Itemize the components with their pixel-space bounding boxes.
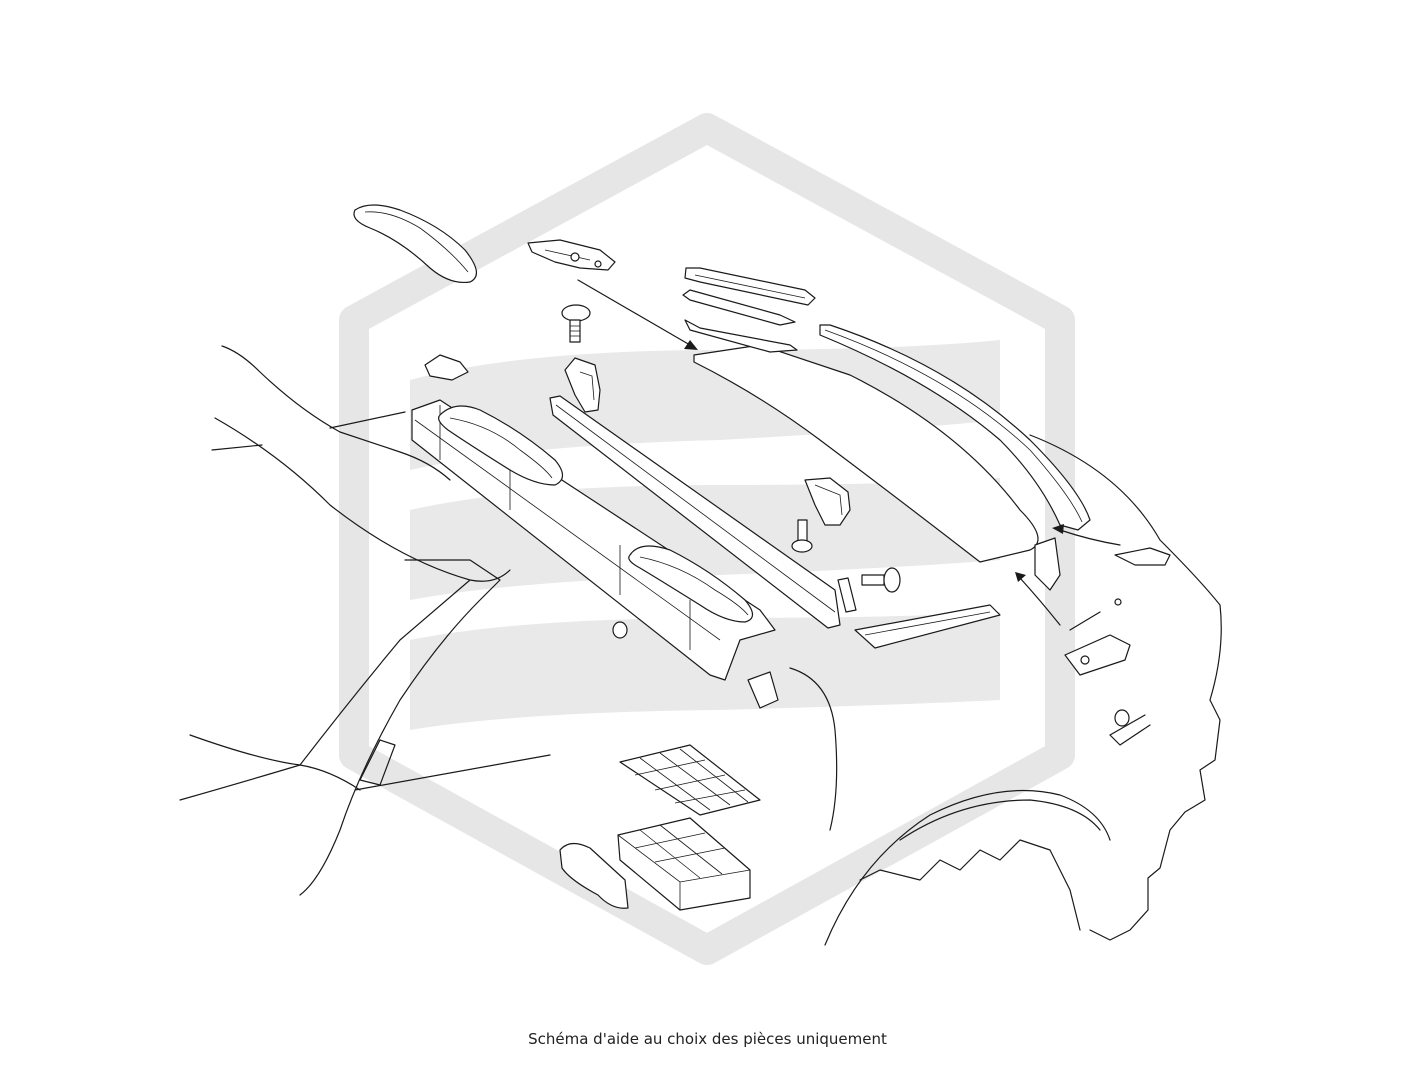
- latch-bracket: [564, 357, 601, 413]
- bolt-horizontal: [861, 567, 901, 593]
- car-body-outline: [179, 345, 1222, 946]
- clip-left: [424, 354, 469, 381]
- stud-bolt: [791, 519, 813, 553]
- parcel-shelf-panel: [682, 267, 1039, 563]
- lower-clip: [747, 671, 779, 709]
- storage-tray-lower: [617, 817, 751, 911]
- diagram-caption: Schéma d'aide au choix des pièces unique…: [528, 1030, 887, 1048]
- sill-strip: [854, 604, 1001, 649]
- nut: [612, 621, 628, 639]
- hinge-bracket-center: [804, 477, 851, 526]
- screw-bottom-right: [1114, 709, 1130, 727]
- assembly-arrow-1: [577, 279, 698, 350]
- latch-assembly: [1064, 598, 1131, 676]
- small-bracket: [837, 577, 857, 613]
- rear-seal-gasket: [353, 204, 477, 284]
- bolt-upper: [561, 304, 591, 343]
- side-trim-curved: [819, 324, 1091, 591]
- assembly-arrow-3: [1015, 572, 1061, 626]
- assembly-arrow-2: [1052, 524, 1121, 546]
- clip-right: [1114, 547, 1171, 566]
- rear-cross-member: [411, 399, 776, 681]
- trim-handle: [559, 842, 629, 909]
- storage-tray-upper: [619, 744, 761, 816]
- trim-strip-long: [549, 395, 841, 629]
- hinge-bracket-top: [527, 239, 616, 271]
